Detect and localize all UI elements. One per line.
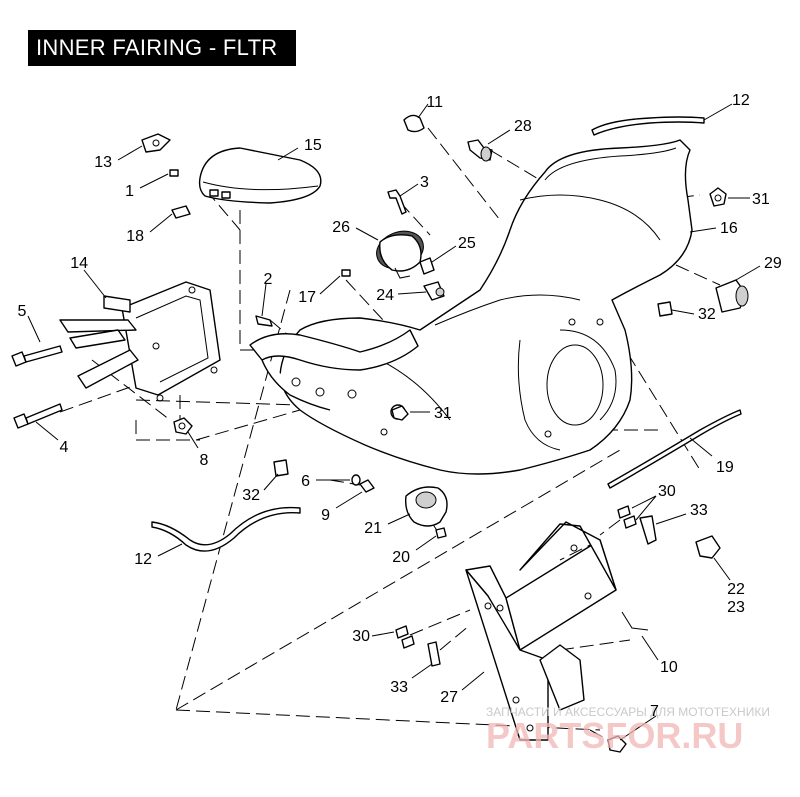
leader-lines (27, 103, 761, 741)
part-16-inner-fairing (279, 139, 693, 475)
callout-30-top: 30 (658, 483, 676, 500)
callout-31-top: 31 (752, 191, 770, 208)
part-12-seal-top (591, 116, 705, 136)
part-14-bracket (59, 281, 221, 402)
part-4-bolt (13, 403, 63, 429)
callout-27: 27 (440, 689, 458, 706)
part-33-latch-lower (427, 641, 441, 667)
callout-7: 7 (650, 703, 659, 720)
callout-24: 24 (376, 287, 394, 304)
part-17-clip (341, 269, 351, 277)
watermark-brand: PARTSFOR.RU (486, 715, 743, 756)
callout-2: 2 (264, 271, 273, 288)
part-30-screws-top (617, 505, 637, 529)
callout-12-top: 12 (732, 92, 750, 109)
callout-11: 11 (426, 94, 443, 111)
part-10-clip (621, 611, 649, 631)
part-18-grommet (171, 205, 191, 219)
callout-22: 22 (727, 581, 745, 598)
callout-15: 15 (304, 137, 322, 154)
callout-28: 28 (514, 118, 532, 135)
part-32-clip-right (657, 301, 673, 317)
callout-18: 18 (126, 228, 144, 245)
part-12-seal-lower (151, 506, 301, 552)
part-24-bulb (423, 281, 445, 301)
part-19-cable (607, 409, 742, 489)
part-1-screw (169, 169, 179, 177)
part-32-clip-left (273, 459, 289, 477)
part-7-nut (607, 735, 627, 753)
fairing-lower-panel (249, 329, 419, 411)
part-27-mount-bracket (465, 521, 617, 741)
part-31-nut-top (709, 187, 727, 207)
callout-19: 19 (716, 459, 734, 476)
callout-32-right: 32 (698, 306, 716, 323)
watermark-tagline: ЗАПЧАСТИ И АКСЕССУАРЫ ДЛЯ МОТОТЕХНИКИ (486, 705, 770, 719)
part-26-gauge (376, 230, 424, 279)
callout-30-lower: 30 (352, 628, 370, 645)
callout-8: 8 (200, 452, 209, 469)
callout-31-mid: 31 (434, 405, 452, 422)
callout-32-left: 32 (242, 487, 260, 504)
callout-29: 29 (764, 255, 782, 272)
callout-16: 16 (720, 220, 738, 237)
diagram-title: INNER FAIRING - FLTR (28, 30, 296, 66)
part-6-washer (351, 474, 361, 486)
callout-4: 4 (60, 439, 69, 456)
callout-9: 9 (321, 507, 330, 524)
callout-13: 13 (94, 154, 112, 171)
part-8-nut (173, 417, 193, 435)
callout-12-lower: 12 (134, 551, 152, 568)
part-28-fitting (467, 139, 493, 162)
part-25-socket (419, 257, 435, 275)
part-20-screw (435, 527, 447, 539)
part-13-clip (141, 133, 171, 153)
callout-23: 23 (727, 599, 745, 616)
part-3-screw (387, 189, 407, 215)
callout-labels: 11 12 28 15 13 1 18 3 31 16 26 25 29 14 … (18, 92, 782, 720)
part-11-knob (403, 114, 425, 133)
part-31-nut-mid (391, 405, 409, 421)
callout-33-lower: 33 (390, 679, 408, 696)
part-9-nut (359, 479, 375, 493)
part-15-cover (198, 147, 322, 204)
part-33-latch-top (639, 515, 657, 545)
part-2-screw (255, 315, 273, 327)
callout-21: 21 (364, 520, 382, 537)
callout-1: 1 (125, 183, 134, 200)
callout-17: 17 (298, 289, 316, 306)
callout-33-top: 33 (690, 502, 708, 519)
callout-10: 10 (660, 659, 678, 676)
part-5-bolt (11, 345, 63, 367)
part-22-23-connector (695, 535, 721, 559)
part-30-screws-lower (395, 625, 415, 649)
part-29-sleeve (715, 279, 749, 313)
callout-20: 20 (392, 549, 410, 566)
callout-3: 3 (420, 174, 429, 191)
callout-5: 5 (18, 303, 27, 320)
callout-14: 14 (70, 255, 88, 272)
callout-6: 6 (301, 473, 310, 490)
callout-26: 26 (332, 219, 350, 236)
callout-25: 25 (458, 235, 476, 252)
watermark: ЗАПЧАСТИ И АКСЕССУАРЫ ДЛЯ МОТОТЕХНИКИ PA… (486, 705, 770, 756)
part-21-housing (404, 486, 448, 527)
